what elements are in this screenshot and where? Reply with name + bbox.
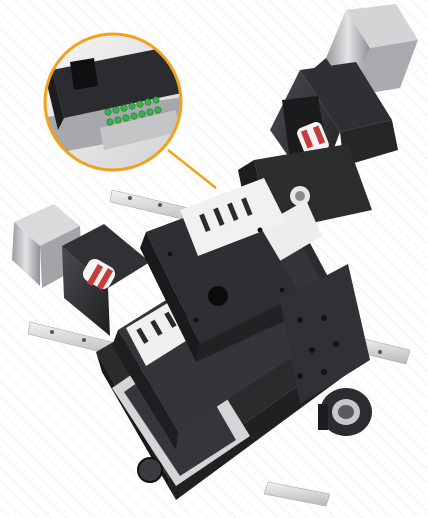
bearing-balls xyxy=(104,96,162,126)
left-coupling-housing xyxy=(62,224,150,336)
right-side-block xyxy=(280,264,370,404)
callout-magnifier xyxy=(43,32,217,189)
cable-clamp xyxy=(318,388,372,436)
top-table-plate xyxy=(140,178,304,362)
left-motor xyxy=(12,204,82,288)
